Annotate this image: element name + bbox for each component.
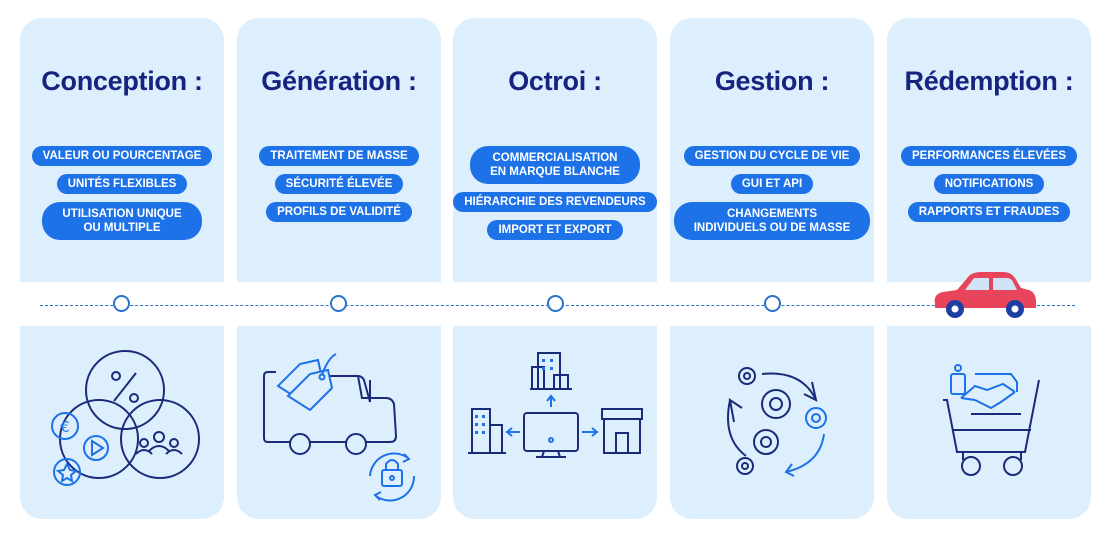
pill-list: GESTION DU CYCLE DE VIE GUI ET API CHANG… bbox=[670, 146, 874, 240]
stage-bottom-card bbox=[887, 326, 1091, 519]
feature-pill: PROFILS DE VALIDITÉ bbox=[266, 202, 412, 222]
feature-pill: UNITÉS FLEXIBLES bbox=[56, 174, 188, 194]
timeline-dot bbox=[330, 295, 347, 312]
timeline-dot bbox=[764, 295, 781, 312]
stage-bottom-card bbox=[20, 326, 224, 519]
feature-pill: GESTION DU CYCLE DE VIE bbox=[683, 146, 861, 166]
feature-pill: RAPPORTS ET FRAUDES bbox=[907, 202, 1071, 222]
stage-title: Rédemption : bbox=[904, 66, 1074, 96]
stage-title: Gestion : bbox=[714, 66, 830, 96]
feature-pill: VALEUR OU POURCENTAGE bbox=[31, 146, 213, 166]
stage-title: Génération : bbox=[261, 66, 417, 96]
stage-bottom-card bbox=[670, 326, 874, 519]
feature-pill: NOTIFICATIONS bbox=[933, 174, 1045, 194]
car-icon bbox=[934, 272, 1036, 318]
feature-pill: TRAITEMENT DE MASSE bbox=[259, 146, 419, 166]
distribution-network-icon bbox=[468, 352, 643, 458]
timeline-dot bbox=[113, 295, 130, 312]
timeline-dot bbox=[547, 295, 564, 312]
venn-percent-icon: € bbox=[51, 350, 200, 486]
stage-title: Octroi : bbox=[508, 66, 602, 96]
feature-pill: CHANGEMENTS INDIVIDUELS OU DE MASSE bbox=[673, 202, 871, 240]
delivery-truck-icon bbox=[263, 353, 416, 502]
pill-list: COMMERCIALISATION EN MARQUE BLANCHE HIÉR… bbox=[453, 146, 657, 240]
svg-text:€: € bbox=[60, 418, 70, 436]
pill-list: PERFORMANCES ÉLEVÉES NOTIFICATIONS RAPPO… bbox=[887, 146, 1091, 222]
feature-pill: UTILISATION UNIQUE OU MULTIPLE bbox=[42, 202, 202, 240]
feature-pill: COMMERCIALISATION EN MARQUE BLANCHE bbox=[470, 146, 640, 184]
feature-pill: PERFORMANCES ÉLEVÉES bbox=[901, 146, 1077, 166]
stage-title: Conception : bbox=[41, 66, 203, 96]
gears-cycle-icon bbox=[727, 367, 827, 477]
pill-list: TRAITEMENT DE MASSE SÉCURITÉ ÉLEVÉE PROF… bbox=[237, 146, 441, 222]
stage-bottom-card bbox=[453, 326, 657, 519]
feature-pill: IMPORT ET EXPORT bbox=[487, 220, 623, 240]
pill-list: VALEUR OU POURCENTAGE UNITÉS FLEXIBLES U… bbox=[20, 146, 224, 240]
stage-bottom-card bbox=[237, 326, 441, 519]
feature-pill: GUI ET API bbox=[730, 174, 814, 194]
feature-pill: HIÉRARCHIE DES REVENDEURS bbox=[453, 192, 657, 212]
shopping-cart-handshake-icon bbox=[943, 364, 1040, 476]
feature-pill: SÉCURITÉ ÉLEVÉE bbox=[274, 174, 404, 194]
